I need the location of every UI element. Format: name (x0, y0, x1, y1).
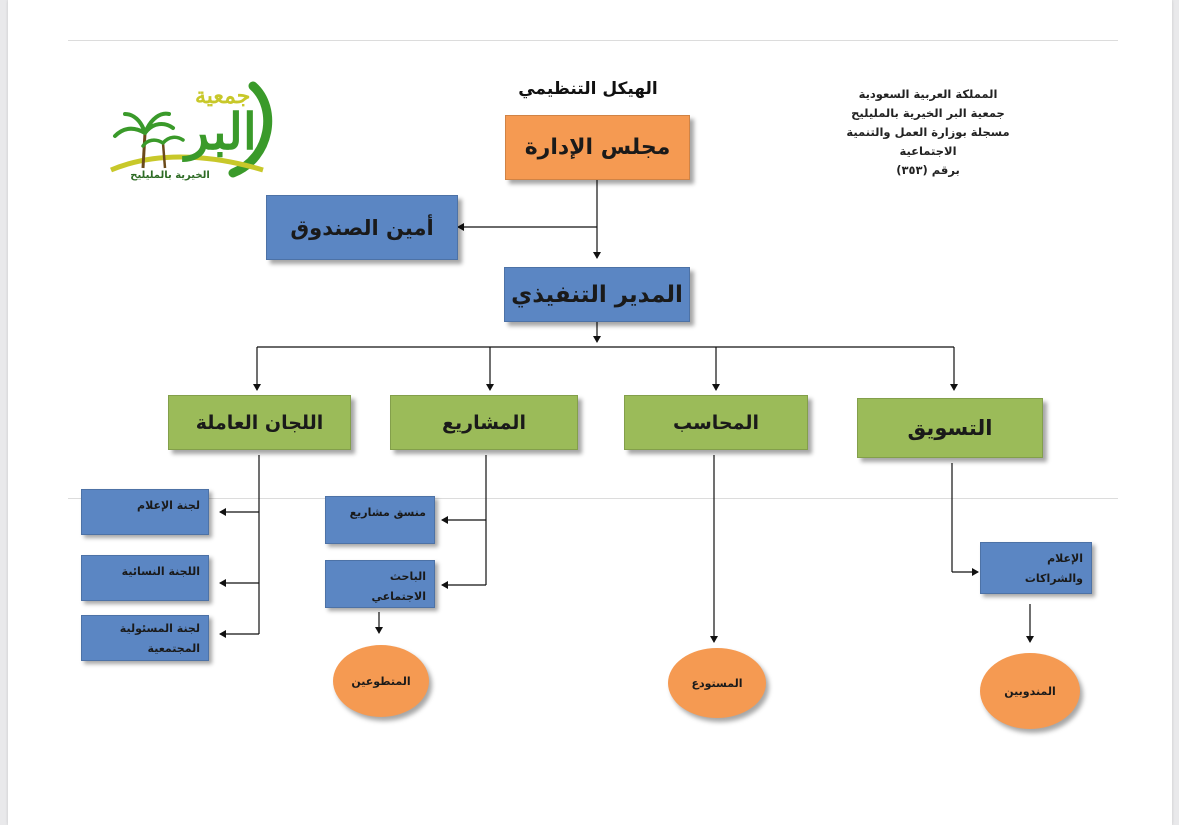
logo-graphic (110, 81, 273, 178)
node-media-committee: لجنة الإعلام (81, 489, 209, 535)
node-social-researcher: الباحث الاجتماعي (325, 560, 435, 608)
logo-text-main: البر (185, 102, 257, 161)
header-line-registration: مسجلة بوزارة العمل والتنمية الاجتماعية (846, 125, 1010, 158)
header-line-number: برقم (٣٥٣) (896, 163, 960, 177)
divider-line (68, 498, 1118, 499)
connector-lines (219, 180, 1034, 643)
node-board: مجلس الإدارة (505, 115, 690, 180)
node-social-committee: لجنة المسئولية المجتمعية (81, 615, 209, 661)
node-volunteers: المتطوعين (333, 645, 429, 717)
org-header: المملكة العربية السعودية جمعية البر الخي… (828, 85, 1028, 180)
header-line-org: جمعية البر الخيرية بالمليليح (851, 106, 1005, 120)
logo: جمعية البر الخيرية بالمليليح (103, 78, 273, 206)
chart-title: الهيكل التنظيمي (518, 79, 658, 99)
page: جمعية البر الخيرية بالمليليح المملكة الع… (8, 0, 1172, 825)
node-marketing: التسويق (857, 398, 1043, 458)
node-accountant: المحاسب (624, 395, 808, 450)
node-women-committee: اللجنة النسائية (81, 555, 209, 601)
logo-text-bottom: الخيرية بالمليليح (130, 170, 210, 181)
header-line-country: المملكة العربية السعودية (858, 87, 998, 101)
node-media-partnerships: الإعلام والشراكات (980, 542, 1092, 594)
node-executive: المدير التنفيذي (504, 267, 690, 322)
node-projects-coordinator: منسق مشاريع (325, 496, 435, 544)
node-treasurer: أمين الصندوق (266, 195, 458, 260)
node-committees: اللجان العاملة (168, 395, 351, 450)
node-warehouse: المستودع (668, 648, 766, 718)
logo-text-top: جمعية (195, 83, 251, 109)
node-delegates: المندوبين (980, 653, 1080, 729)
node-projects: المشاريع (390, 395, 578, 450)
divider-line (68, 40, 1118, 41)
